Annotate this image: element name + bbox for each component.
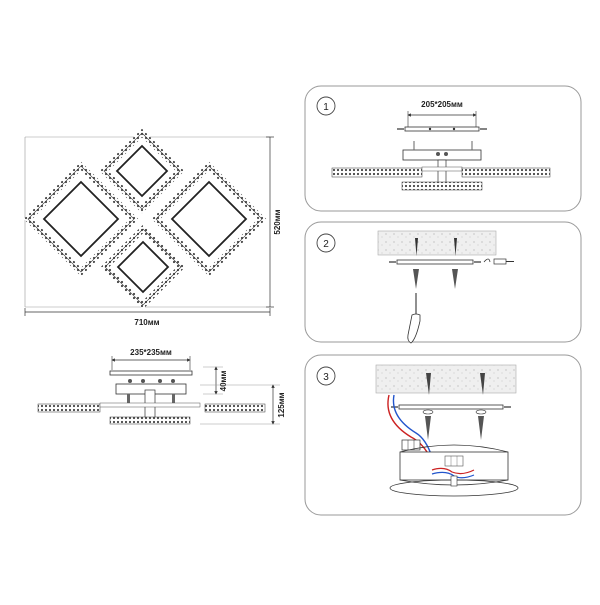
step-1-badge xyxy=(316,96,336,116)
diamond-left xyxy=(23,161,139,277)
base-height-label: 40мм xyxy=(219,371,228,392)
step-1-panel: 1 205*205мм xyxy=(304,85,582,212)
step-2-screw-left xyxy=(413,269,419,289)
diamond-top xyxy=(99,128,185,214)
side-view: 235*235мм 40мм 125мм xyxy=(37,348,286,425)
diamond-bottom xyxy=(100,224,186,310)
wire-blue xyxy=(392,394,433,458)
step-1-number: 1 xyxy=(323,102,329,113)
step-2-number: 2 xyxy=(323,239,329,250)
width-label: 710мм xyxy=(134,318,159,327)
step-1-crystal-left xyxy=(331,167,423,178)
crystal-bar-right xyxy=(204,403,266,413)
step-1-plate xyxy=(404,126,480,132)
total-height-label: 125мм xyxy=(277,392,286,417)
step-3-badge xyxy=(316,366,336,386)
step-3-screw-right xyxy=(478,416,484,440)
diamond-right xyxy=(151,161,267,277)
mount-plate xyxy=(109,370,193,376)
step-2-badge xyxy=(316,233,336,253)
step-2-panel: 2 xyxy=(304,221,582,344)
step-3-panel: 3 xyxy=(304,354,582,516)
step-1-crystal-center xyxy=(401,181,483,191)
height-label: 520мм xyxy=(273,209,282,234)
screwdriver-icon xyxy=(407,313,421,344)
step-1-dimension-label: 205*205мм xyxy=(421,100,463,109)
main-top-view: 710мм 520мм xyxy=(23,128,282,327)
step-1-crystal-right xyxy=(461,167,551,178)
wire-red xyxy=(387,394,432,460)
crystal-bar-center xyxy=(109,416,191,425)
step-3-number: 3 xyxy=(323,372,329,383)
step-2-screw-right xyxy=(452,269,458,289)
crystal-bar-left xyxy=(37,403,101,413)
step-1-canopy xyxy=(402,149,482,161)
step-2-ceiling xyxy=(377,230,497,256)
step-2-plate xyxy=(396,259,474,265)
terminal-block xyxy=(401,439,421,451)
step-3-ceiling xyxy=(375,364,517,394)
base-size-label: 235*235мм xyxy=(130,348,172,357)
step-3-screw-left xyxy=(425,416,431,440)
step-3-plate xyxy=(398,404,504,410)
